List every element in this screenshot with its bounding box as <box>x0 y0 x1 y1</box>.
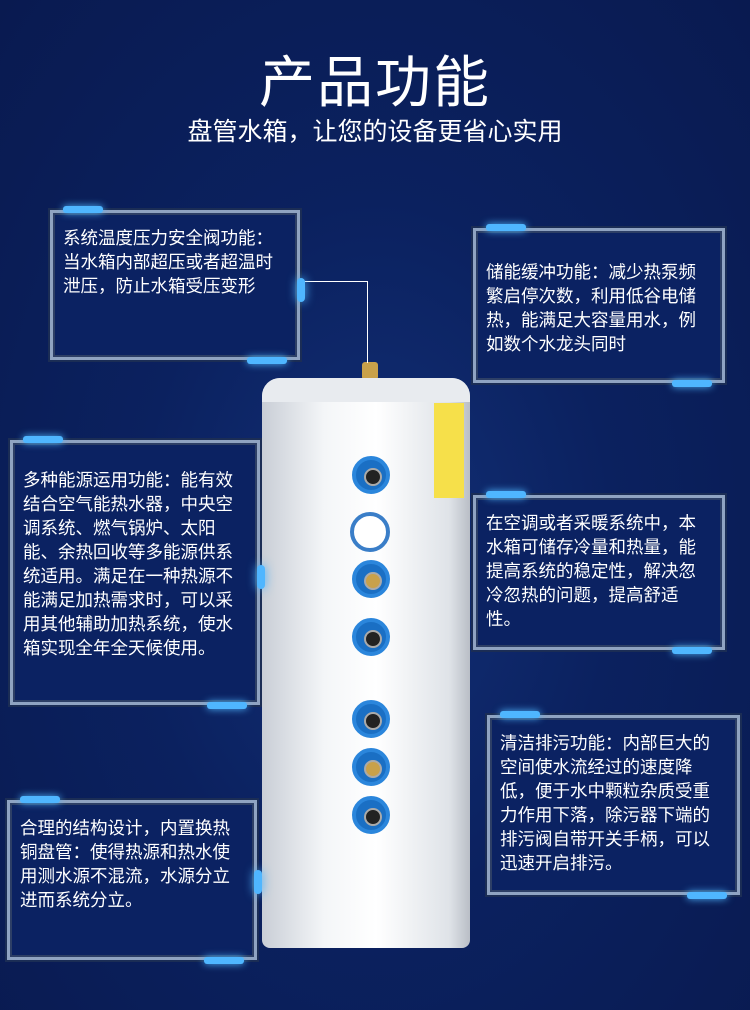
feature-box-structure: 合理的结构设计，内置换热铜盘管：使得热源和热水使用测水源不混流，水源分立进而系统… <box>7 796 257 964</box>
feature-text: 储能缓冲功能：减少热泵频繁启停次数，利用低谷电储热，能满足大容量用水，例如数个水… <box>486 263 696 355</box>
feature-text: 在空调或者采暖系统中，本水箱可储存冷量和热量，能提高系统的稳定性，解决忽冷忽热的… <box>486 514 696 630</box>
feature-box-cleaning: 清洁排污功能：内部巨大的空间使水流经过的速度降低，便于水中颗粒杂质受重力作用下落… <box>487 711 740 899</box>
feature-text: 合理的结构设计，内置换热铜盘管：使得热源和热水使用测水源不混流，水源分立进而系统… <box>20 819 230 911</box>
glow-connector <box>254 870 262 894</box>
warning-sticker <box>434 403 464 498</box>
tank-port <box>352 456 390 494</box>
glow-connector <box>257 565 265 589</box>
feature-box-multi-energy: 多种能源运用功能：能有效结合空气能热水器，中央空调系统、燃气锅炉、太阳能、余热回… <box>10 436 260 709</box>
tank-port <box>352 618 390 656</box>
water-tank-image <box>262 378 470 948</box>
glow-connector <box>297 278 305 302</box>
page-subtitle: 盘管水箱，让您的设备更省心实用 <box>187 117 563 146</box>
pressure-gauge <box>350 512 390 552</box>
page-title: 产品功能 <box>259 51 491 116</box>
feature-box-safety-valve: 系统温度压力安全阀功能：当水箱内部超压或者超温时泄压，防止水箱受压变形 <box>50 206 300 364</box>
tank-port <box>352 796 390 834</box>
connector-line <box>367 281 368 363</box>
connector-line <box>300 281 368 282</box>
feature-text: 多种能源运用功能：能有效结合空气能热水器，中央空调系统、燃气锅炉、太阳能、余热回… <box>23 471 233 659</box>
tank-top <box>262 378 470 402</box>
tank-port <box>352 748 390 786</box>
feature-box-energy-storage: 储能缓冲功能：减少热泵频繁启停次数，利用低谷电储热，能满足大容量用水，例如数个水… <box>473 224 725 387</box>
safety-valve <box>362 362 378 380</box>
tank-port <box>352 700 390 738</box>
feature-text: 清洁排污功能：内部巨大的空间使水流经过的速度降低，便于水中颗粒杂质受重力作用下落… <box>500 734 710 874</box>
feature-text: 系统温度压力安全阀功能：当水箱内部超压或者超温时泄压，防止水箱受压变形 <box>63 229 273 297</box>
tank-port <box>352 560 390 598</box>
feature-box-hvac-storage: 在空调或者采暖系统中，本水箱可储存冷量和热量，能提高系统的稳定性，解决忽冷忽热的… <box>473 491 725 654</box>
